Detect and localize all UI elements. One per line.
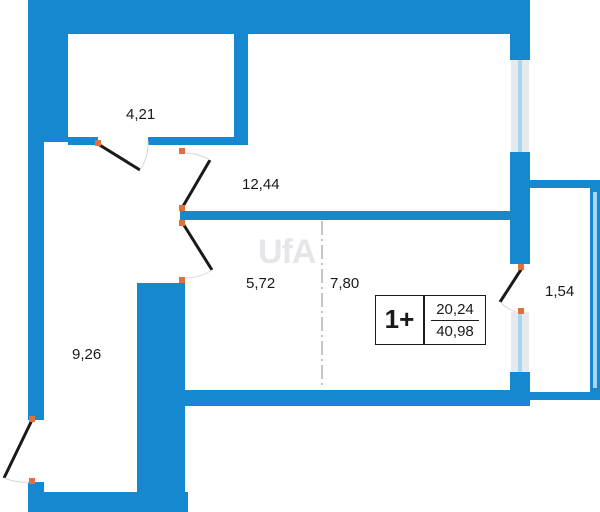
storage-area-label: 4,21	[126, 106, 156, 123]
watermark-logo: UfA	[258, 233, 316, 271]
total-area-value: 40,98	[436, 323, 474, 340]
balcony-area-label: 1,54	[545, 283, 575, 300]
badge-fraction-line	[431, 320, 479, 322]
kitchen-area-label: 7,80	[330, 275, 360, 292]
room-area-label: 12,44	[242, 176, 280, 193]
hallway-area-label: 9,26	[72, 346, 102, 363]
doors	[2, 142, 524, 479]
windows	[511, 60, 597, 388]
door-hinges	[29, 140, 524, 484]
bathroom-area-label: 5,72	[246, 275, 276, 292]
room-count: 1+	[384, 304, 415, 334]
living-area-value: 20,24	[436, 301, 474, 318]
apartment-info-badge: 1+ 20,24 40,98	[375, 295, 486, 345]
badge-divider	[423, 296, 425, 344]
